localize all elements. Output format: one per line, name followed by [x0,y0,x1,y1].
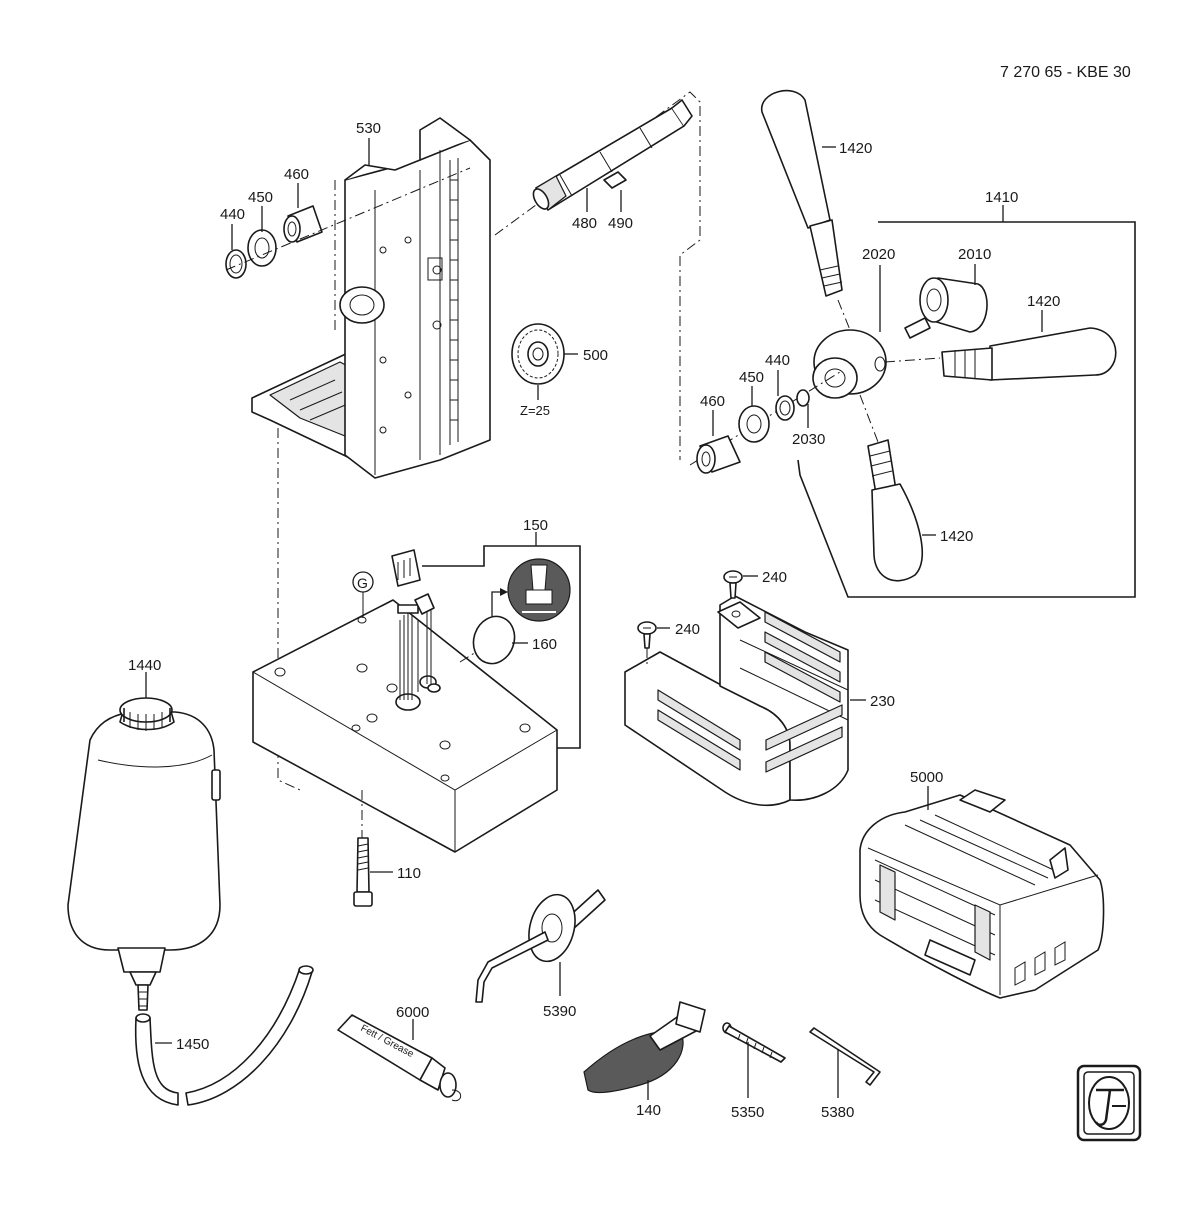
part-140-strap [583,1001,706,1094]
part-240-screw-top [723,570,743,599]
label-530: 530 [356,120,381,137]
label-440-right: 440 [765,352,790,369]
label-240-left: 240 [675,621,700,638]
part-magnet-base [252,593,558,853]
label-240-top: 240 [762,569,787,586]
part-490-key [603,171,627,189]
part-5000-carrying-case [859,789,1105,999]
pictogram-label-icon [507,558,571,622]
part-6000-grease-tube: Fett / Grease [337,1014,462,1102]
label-500: 500 [583,347,608,364]
label-140: 140 [636,1102,661,1119]
part-2020-hub [812,329,887,399]
part-5390-centering-pin [475,889,606,1003]
label-1420-bottom: 1420 [940,528,973,545]
part-1420-handle-right [941,327,1117,381]
ground-marker: G [352,571,374,618]
label-5350: 5350 [731,1104,764,1121]
part-530-stand-column [251,117,491,479]
label-6000: 6000 [396,1004,429,1021]
label-2010: 2010 [958,246,991,263]
label-480: 480 [572,215,597,232]
label-460-left: 460 [284,166,309,183]
part-440-circlip-right [775,395,795,421]
label-440-left: 440 [220,206,245,223]
label-1420-right: 1420 [1027,293,1060,310]
part-1420-handle-top [761,89,843,297]
label-1450: 1450 [176,1036,209,1053]
label-460-right: 460 [700,393,725,410]
label-1440: 1440 [128,657,161,674]
part-460-bushing-right [696,435,741,474]
label-5000: 5000 [910,769,943,786]
part-5350-bolt [722,1022,786,1063]
document-number: 7 270 65 - KBE 30 [1000,64,1131,81]
part-2010-cap [904,277,988,339]
part-480-pinion-shaft [532,99,693,211]
fein-logo-icon [1076,1064,1142,1142]
part-1420-handle-bottom [867,439,923,582]
part-440-circlip [225,249,247,279]
label-gear-teeth: Z=25 [520,403,550,418]
part-110-screw [353,837,373,907]
ground-marker-letter: G [357,575,368,591]
part-1440-coolant-bottle [67,697,221,1011]
label-160: 160 [532,636,557,653]
label-5390: 5390 [543,1003,576,1020]
label-110: 110 [397,865,421,882]
label-1420-top: 1420 [839,140,872,157]
label-230: 230 [870,693,895,710]
part-160-label-disc [472,615,516,665]
label-490: 490 [608,215,633,232]
part-230-guard [624,595,849,807]
label-2030: 2030 [792,431,825,448]
label-450-left: 450 [248,189,273,206]
part-5380-hex-key [809,1027,881,1086]
label-450-right: 450 [739,369,764,386]
part-500-gear [511,323,565,385]
part-connector [391,549,421,587]
part-450-washer-right [738,405,770,443]
label-1410: 1410 [985,189,1018,206]
label-5380: 5380 [821,1104,854,1121]
part-460-bushing [283,205,323,243]
part-2030-washer [796,389,810,407]
label-2020: 2020 [862,246,895,263]
part-1450-hose [134,965,314,1106]
part-240-screw-left [637,621,657,649]
part-450-washer [247,229,277,267]
label-150: 150 [523,517,548,534]
